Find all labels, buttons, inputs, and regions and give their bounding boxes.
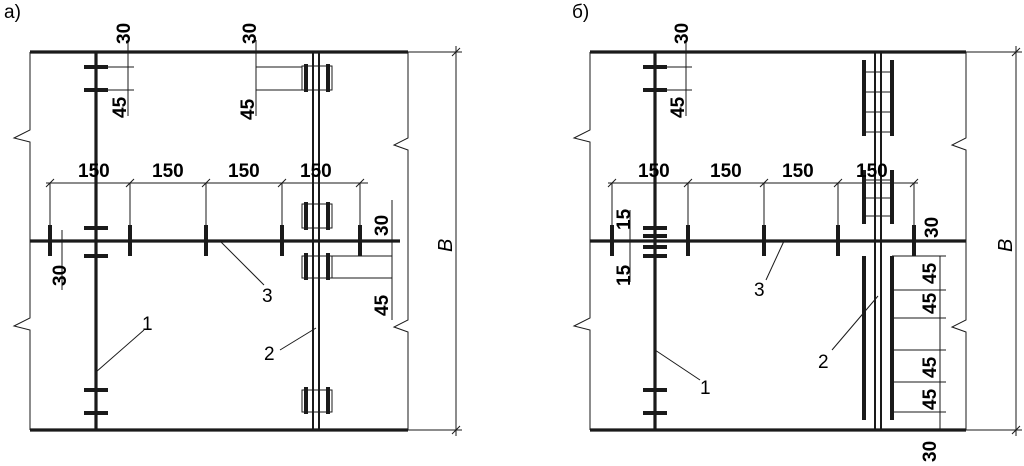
dim-30: 30 [920, 441, 941, 462]
right-break-line [392, 52, 409, 430]
callout-2: 2 [818, 352, 829, 373]
panel-b: б) [572, 2, 1022, 462]
callout-2: 2 [264, 344, 275, 365]
panel-a: а) [4, 2, 462, 436]
dim-45: 45 [920, 356, 941, 378]
dim-150: 150 [638, 161, 670, 182]
dim-45: 45 [668, 96, 689, 118]
dim-45: 45 [920, 292, 941, 314]
dim-45: 45 [110, 96, 131, 118]
callout-1: 1 [700, 378, 711, 399]
dim-30: 30 [672, 23, 693, 44]
right-break-line [950, 52, 967, 430]
dim-30: 30 [50, 265, 71, 286]
callout-3: 3 [262, 286, 273, 307]
dim-30: 30 [114, 23, 135, 44]
dim-15: 15 [614, 264, 635, 286]
left-break-line [12, 52, 31, 430]
stud-2-ladder-welds [862, 60, 894, 420]
dim-30: 30 [922, 217, 943, 238]
dim-45: 45 [920, 388, 941, 410]
dim-150: 150 [856, 161, 888, 182]
dim-30: 30 [240, 23, 261, 44]
dim-150: 150 [78, 161, 110, 182]
dim-45: 45 [238, 98, 259, 120]
dim-45: 45 [920, 262, 941, 284]
dim-150: 150 [228, 161, 260, 182]
dim-45: 45 [372, 294, 393, 316]
dim-150: 150 [300, 161, 332, 182]
dim-30: 30 [372, 215, 393, 236]
dim-150: 150 [710, 161, 742, 182]
dim-150: 150 [152, 161, 184, 182]
panel-a-label: а) [4, 2, 21, 23]
stud-2-welds [301, 64, 333, 414]
dim-150: 150 [782, 161, 814, 182]
callout-1: 1 [142, 314, 153, 335]
dim-15: 15 [614, 208, 635, 230]
overall-label-B: B [435, 239, 457, 252]
overall-label-B: B [995, 239, 1017, 252]
callout-3: 3 [754, 280, 765, 301]
panel-b-label: б) [572, 2, 589, 23]
left-break-line [572, 52, 591, 430]
